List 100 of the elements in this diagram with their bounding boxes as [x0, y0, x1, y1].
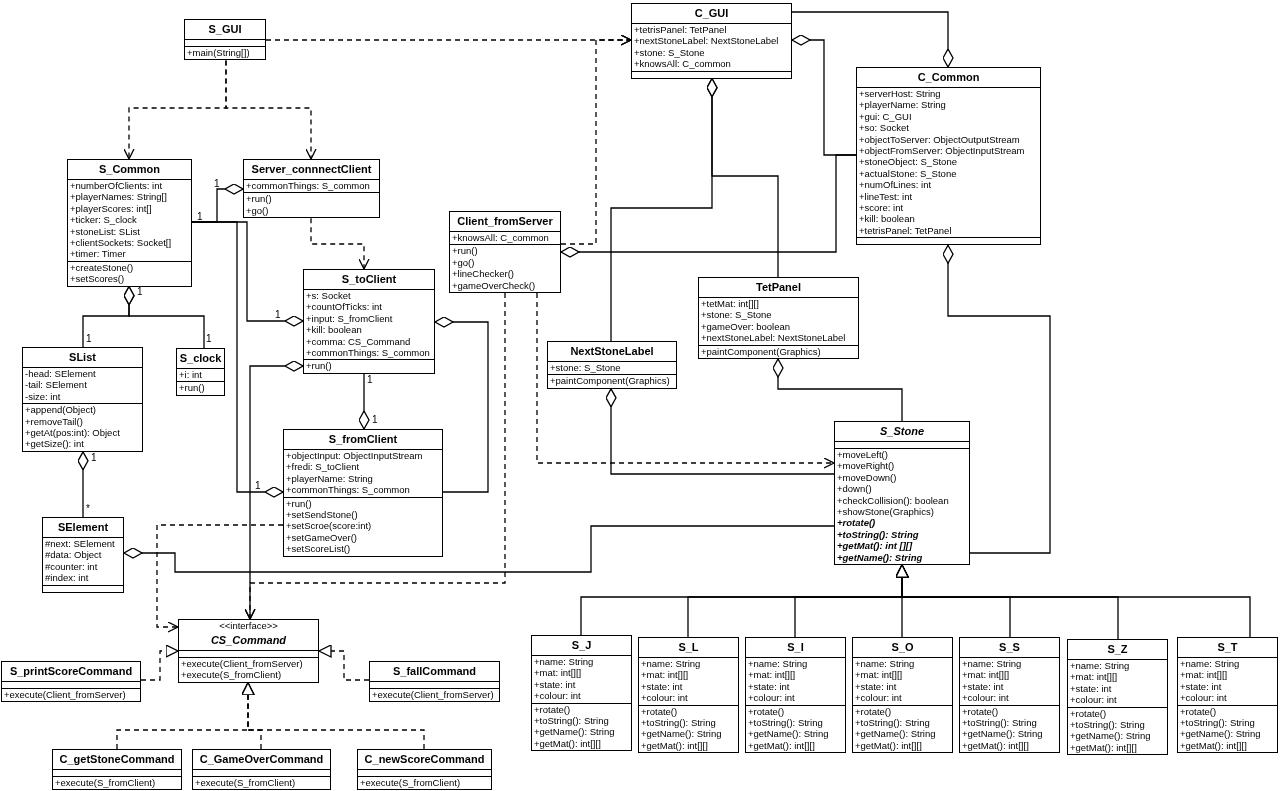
class-box — [52, 749, 182, 791]
method-text: +getName(): String — [962, 728, 1044, 740]
multiplicity-label: 1 — [197, 211, 203, 222]
multiplicity-label: 1 — [275, 309, 281, 320]
method-text: +getMat(): int[][] — [748, 739, 816, 752]
realization-arrow — [241, 682, 425, 750]
attribute-text: +countOfTicks: int — [306, 301, 383, 313]
aggregation-line — [942, 244, 1051, 554]
method-text: +moveRight() — [837, 460, 896, 472]
attribute-text: +name: String — [1070, 660, 1131, 672]
attribute-text: +fredi: S_toClient — [286, 461, 361, 473]
method-text: +execute(Client_fromServer) — [372, 689, 495, 701]
class-box — [745, 637, 846, 754]
attribute-text: +objectToServer: ObjectOutputStream — [859, 133, 1021, 146]
attribute-text: +state: int — [962, 680, 1005, 693]
method-text: +toString(): String — [1070, 719, 1146, 731]
method-text: +setScoreList() — [286, 543, 352, 555]
attribute-text: +commonThings: S_common — [306, 347, 431, 359]
attribute-text: +s: Socket — [306, 290, 352, 302]
attribute-text: +state: int — [748, 680, 791, 693]
class-box — [631, 3, 792, 79]
method-text: +toString(): String — [641, 717, 717, 729]
method-text: +removeTail() — [25, 415, 84, 428]
method-text: +rotate() — [534, 703, 572, 716]
method-text: +getMat(): int[][] — [855, 739, 923, 752]
attribute-text: +kill: boolean — [306, 324, 363, 336]
attribute-text: +mat: int[][] — [1180, 669, 1229, 681]
aggregation-line — [772, 358, 903, 422]
attribute-text: +knowsAll: C_common — [634, 58, 732, 70]
attribute-text: +mat: int[][] — [962, 669, 1011, 681]
attribute-text: +commonThings: S_common — [246, 180, 371, 192]
method-text: +rotate() — [641, 705, 679, 718]
method-text: +setGameOver() — [286, 531, 358, 544]
attribute-text: #data: Object — [45, 549, 103, 561]
multiplicity-label: 1 — [214, 178, 220, 189]
method-text: +getName(): String — [855, 728, 937, 740]
method-text: +toString(): String — [1180, 717, 1256, 729]
attribute-text: +knowsAll: C_common — [452, 232, 550, 244]
class-box — [22, 347, 143, 452]
method-text: +rotate() — [748, 705, 786, 718]
attribute-text: +state: int — [1070, 682, 1113, 695]
method-text: +getAt(pos:int): Object — [25, 427, 121, 439]
method-text: +run() — [306, 360, 333, 372]
class-box — [1, 661, 141, 703]
method-text: +append(Object) — [25, 404, 98, 416]
class-name: S_fallCommand — [391, 664, 478, 679]
attribute-text: +stone: S_Stone — [701, 309, 773, 321]
dependency-arrow — [560, 34, 632, 245]
attribute-text: +tetMat: int[][] — [701, 298, 760, 310]
attribute-text: +serverHost: String — [859, 88, 942, 100]
method-text: +gameOverCheck() — [452, 279, 537, 292]
attribute-text: +numOfLines: int — [859, 179, 933, 191]
method-text: +rotate() — [855, 705, 893, 718]
method-text: +getMat(): int[][] — [962, 739, 1030, 752]
method-text: +rotate() — [1180, 705, 1218, 718]
attribute-text: +ticker: S_clock — [70, 214, 138, 226]
attribute-text: +playerName: String — [859, 99, 947, 111]
attribute-text: +name: String — [962, 658, 1023, 670]
class-box — [449, 211, 561, 294]
method-text: +paintComponent(Graphics) — [550, 375, 671, 387]
method-text: +moveLeft() — [837, 449, 889, 461]
class-box — [638, 637, 739, 754]
method-text: +lineChecker() — [452, 268, 516, 280]
method-text: +toString(): String — [534, 715, 610, 727]
aggregation-line — [560, 154, 857, 258]
method-text: +getMat(): int [][] — [837, 540, 914, 552]
method-text: +go() — [452, 256, 476, 269]
method-text: +getName(): String — [534, 726, 616, 738]
attribute-text: +stoneList: SList — [70, 225, 141, 238]
class-box — [1067, 639, 1168, 756]
attribute-text: +playerScores: int[] — [70, 202, 153, 215]
attribute-text: +actualStone: S_Stone — [859, 167, 958, 180]
method-text: +getName(): String — [641, 728, 723, 740]
class-box — [192, 749, 331, 791]
method-text: +getName(): String — [1070, 730, 1152, 742]
class-box — [852, 637, 953, 754]
class-name: C_GUI — [693, 6, 730, 21]
attribute-text: +nextStoneLabel: NextStoneLabel — [701, 332, 847, 344]
class-name: S_printScoreCommand — [8, 664, 134, 679]
method-text: +rotate() — [837, 517, 877, 529]
attribute-text: +so: Socket — [859, 122, 910, 134]
attribute-text: +stoneObject: S_Stone — [859, 156, 958, 168]
attribute-text: +playerName: String — [286, 472, 374, 485]
class-box — [369, 661, 500, 703]
attribute-text: +input: S_fromClient — [306, 312, 394, 325]
method-text: +paintComponent(Graphics) — [701, 345, 822, 358]
class-box — [42, 517, 124, 593]
class-name: S_Common — [97, 162, 162, 177]
attribute-text: -tail: SElement — [25, 379, 88, 391]
attribute-text: +name: String — [1180, 658, 1241, 670]
class-box — [834, 421, 970, 566]
method-text: +go() — [246, 204, 270, 217]
method-text: +run() — [246, 193, 273, 205]
attribute-text: +commonThings: S_common — [286, 484, 411, 496]
multiplicity-label: * — [86, 503, 90, 514]
class-name: S_I — [786, 640, 805, 655]
class-box — [1177, 637, 1278, 754]
class-name: S_S — [998, 640, 1021, 655]
class-name: TetPanel — [755, 280, 802, 295]
class-name: S_O — [890, 640, 915, 655]
